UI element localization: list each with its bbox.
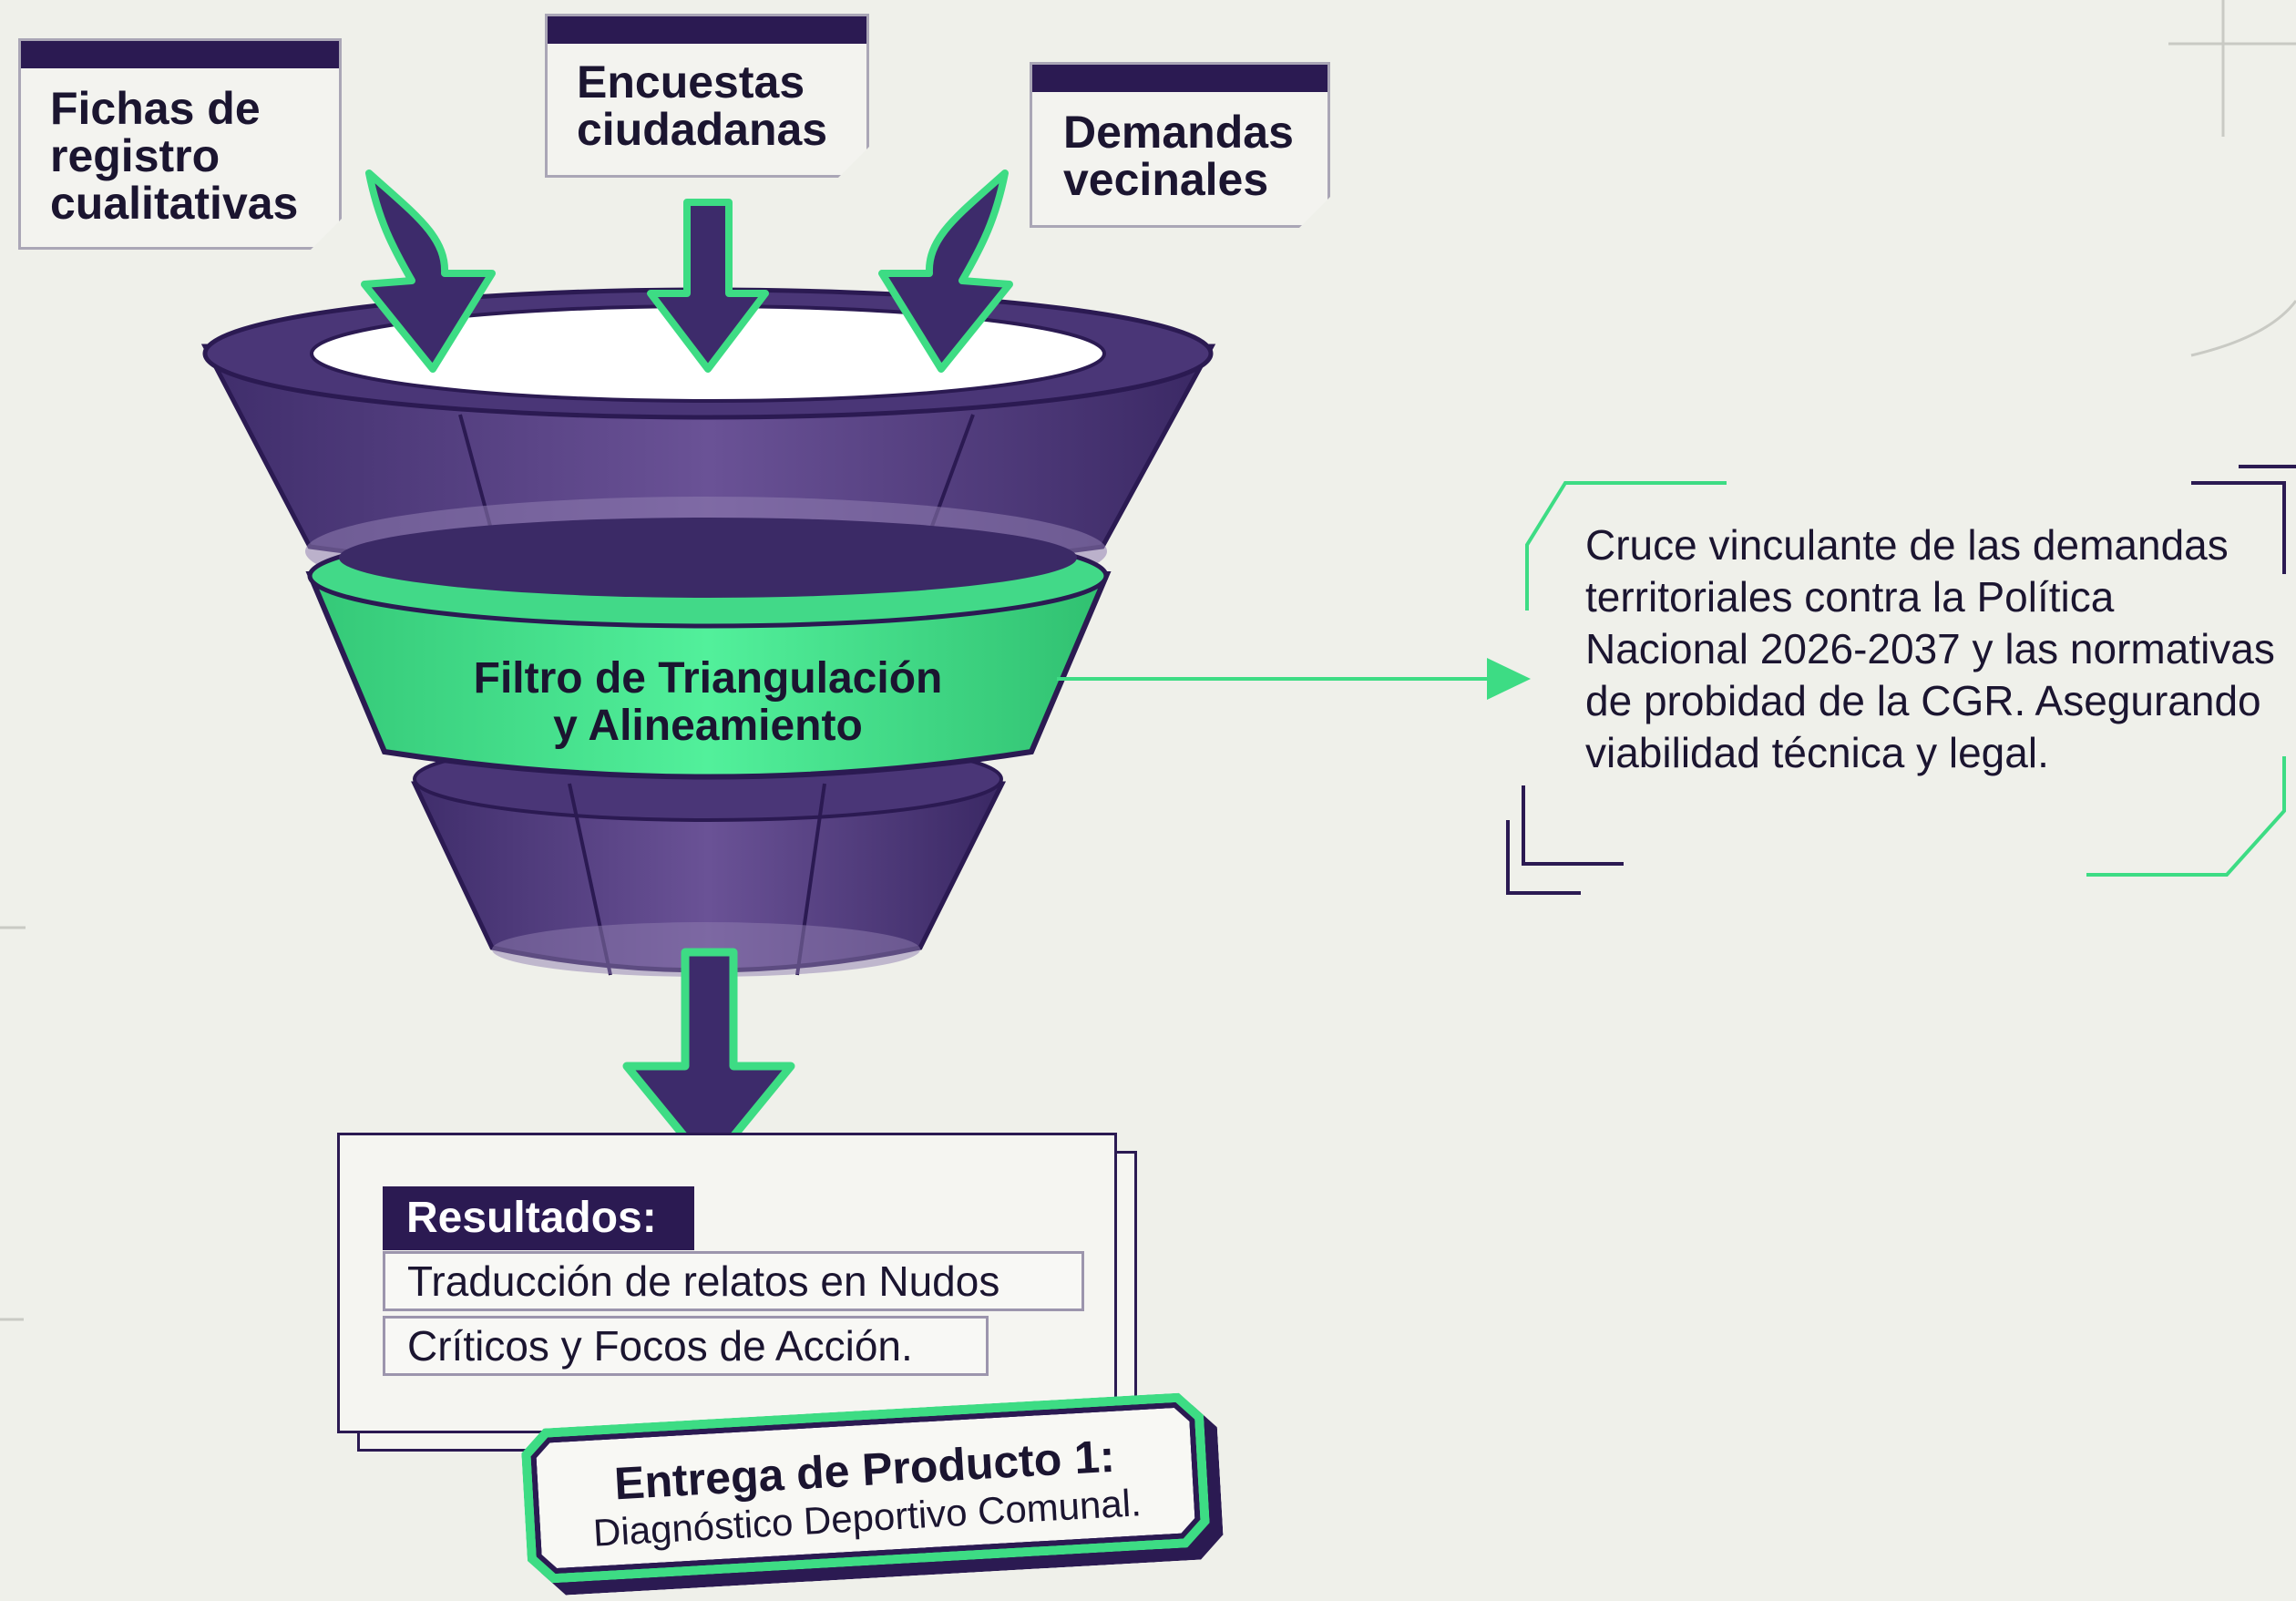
filter-label-line1: Filtro de Triangulación (474, 654, 943, 703)
card-header-bar (1032, 65, 1327, 92)
card-header-bar (548, 16, 866, 44)
filter-label-line2: y Alineamiento (553, 702, 863, 750)
connector-arrow (1057, 658, 1531, 700)
source-label-demands: Demandas vecinales (1063, 107, 1294, 205)
results-line-2: Críticos y Focos de Acción. (383, 1316, 989, 1376)
explanation-frame (1506, 465, 2296, 895)
arrow-right (878, 169, 1013, 373)
results-title: Resultados: (383, 1186, 694, 1250)
results-line-1: Traducción de relatos en Nudos (383, 1251, 1084, 1311)
source-card-qualitative: Fichas de registro cualitativas (18, 38, 342, 250)
source-label-surveys: Encuestas ciudadanas (577, 56, 828, 155)
explanation-text: Cruce vinculante de las demandas territo… (1585, 521, 2275, 776)
source-card-demands: Demandas vecinales (1030, 62, 1330, 228)
corner-decoration (0, 0, 2296, 1321)
arrow-center (647, 199, 769, 373)
source-label-qualitative: Fichas de registro cualitativas (50, 83, 299, 229)
arrow-down-output (622, 948, 795, 1171)
filter-band: Filtro de Triangulación y Alineamiento (305, 518, 1112, 780)
source-card-surveys: Encuestas ciudadanas (545, 14, 869, 178)
card-header-bar (21, 41, 339, 68)
arrow-left (361, 169, 496, 373)
